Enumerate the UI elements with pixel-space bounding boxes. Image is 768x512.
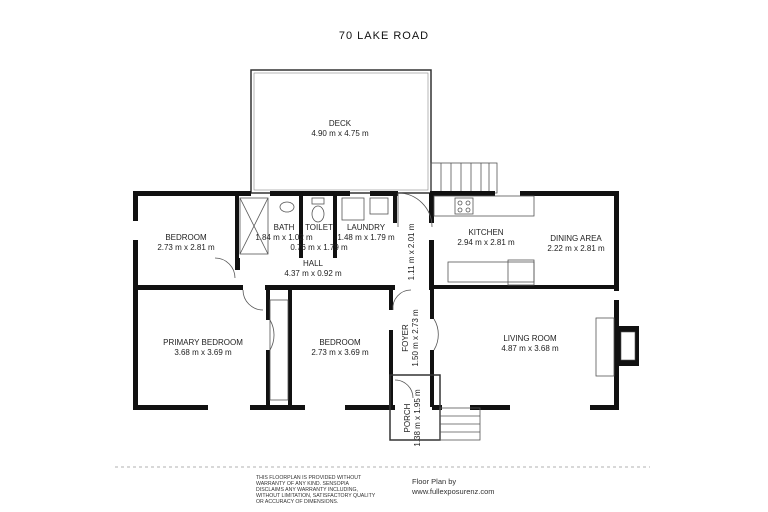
deck-stairs: [430, 162, 498, 194]
credit-url: www.fullexposurenz.com: [411, 487, 495, 496]
deck: [250, 69, 498, 194]
disclaimer-line: DISCLAIMS ANY WARRANTY INCLUDING,: [256, 487, 358, 493]
foyer-dims: 1.50 m x 2.73 m: [411, 309, 420, 367]
bedroom1-dims: 2.73 m x 2.81 m: [157, 243, 215, 252]
deck-dims: 4.90 m x 4.75 m: [311, 129, 369, 138]
credit-line1: Floor Plan by: [412, 477, 456, 486]
primary-bedroom-dims: 3.68 m x 3.69 m: [174, 348, 232, 357]
foyer-name: FOYER: [401, 324, 410, 352]
hall-name: HALL: [303, 259, 324, 268]
doors: [214, 192, 439, 399]
porch: [389, 374, 481, 441]
toilet-name: TOILET: [305, 223, 333, 232]
bedroom1-name: BEDROOM: [165, 233, 207, 242]
kitchen-dims: 2.94 m x 2.81 m: [457, 238, 515, 247]
laundry-dims: 1.48 m x 1.79 m: [337, 233, 395, 242]
porch-stairs: [439, 407, 481, 441]
entry-dims: 1.11 m x 2.01 m: [407, 223, 416, 280]
plan-title: 70 LAKE ROAD: [339, 30, 429, 42]
primary-bedroom-name: PRIMARY BEDROOM: [163, 338, 243, 347]
bath-dims: 1.84 m x 1.02 m: [255, 233, 313, 242]
room-labels: DECK 4.90 m x 4.75 m BEDROOM 2.73 m x 2.…: [157, 119, 605, 447]
disclaimer-line: OR ACCURACY OF DIMENSIONS.: [256, 499, 338, 505]
toilet-dims: 0.76 m x 1.79 m: [290, 243, 348, 252]
bedroom2-name: BEDROOM: [319, 338, 361, 347]
porch-dims: 1.38 m x 1.95 m: [413, 389, 422, 447]
disclaimer-line: WITHOUT LIMITATION, SATISFACTORY QUALITY: [256, 493, 376, 499]
fixtures: [239, 195, 639, 401]
hall-dims: 4.37 m x 0.92 m: [284, 269, 342, 278]
bath-name: BATH: [274, 223, 295, 232]
disclaimer: THIS FLOORPLAN IS PROVIDED WITHOUT WARRA…: [256, 475, 376, 505]
living-room-name: LIVING ROOM: [503, 334, 557, 343]
disclaimer-line: WARRANTY OF ANY KIND. SENSOPIA: [256, 481, 350, 487]
dining-dims: 2.22 m x 2.81 m: [547, 244, 605, 253]
deck-name: DECK: [329, 119, 352, 128]
kitchen-name: KITCHEN: [468, 228, 503, 237]
walls: [133, 191, 619, 410]
disclaimer-line: THIS FLOORPLAN IS PROVIDED WITHOUT: [256, 475, 362, 481]
laundry-name: LAUNDRY: [347, 223, 386, 232]
porch-name: PORCH: [403, 403, 412, 432]
dining-name: DINING AREA: [550, 234, 602, 243]
living-room-dims: 4.87 m x 3.68 m: [501, 344, 559, 353]
bedroom2-dims: 2.73 m x 3.69 m: [311, 348, 369, 357]
